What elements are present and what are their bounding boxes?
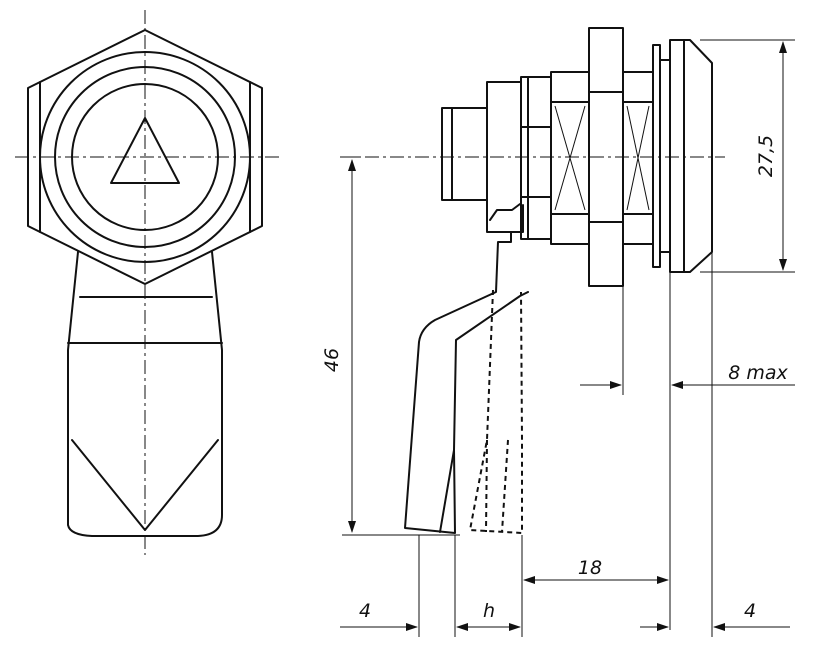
dim-label-4-left: 4 xyxy=(359,600,371,622)
lock-body xyxy=(520,76,552,240)
dim-label-46: 46 xyxy=(321,348,343,372)
dim-label-4-right: 4 xyxy=(744,600,756,622)
front-view xyxy=(15,10,280,555)
cam-lever-body xyxy=(67,251,223,537)
cam-lever-tip-chevron xyxy=(71,439,219,531)
dim-label-27-5: 27,5 xyxy=(755,135,777,177)
cam-lever-alt-position xyxy=(468,289,523,535)
front-bezel xyxy=(669,39,713,273)
dim-label-h: h xyxy=(483,600,495,622)
side-view xyxy=(340,27,725,535)
cam-lever xyxy=(404,204,529,534)
square-shaft-end xyxy=(441,107,488,201)
washer xyxy=(652,44,661,268)
inner-ring xyxy=(71,83,219,231)
dim-label-18: 18 xyxy=(578,557,602,579)
triangle-key-icon xyxy=(110,117,180,184)
dim-label-8max: 8 max xyxy=(728,362,788,384)
middle-ring xyxy=(54,66,236,248)
hex-nut-outline xyxy=(27,29,263,285)
dimensions: 27,5 46 8 max 18 4 h 4 xyxy=(321,39,795,637)
outer-ring xyxy=(39,51,251,263)
